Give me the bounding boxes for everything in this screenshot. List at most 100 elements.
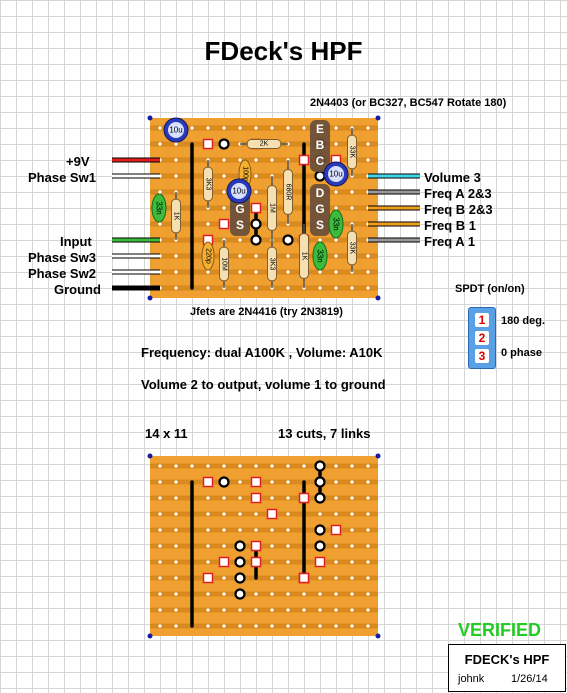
- bottom-hole: [318, 512, 322, 516]
- top-hole: [158, 190, 162, 194]
- resistor-3k3-b: [267, 246, 277, 282]
- bottom-hole: [366, 592, 370, 596]
- top-hole: [206, 126, 210, 130]
- jfet-2-pin-label: S: [316, 218, 324, 232]
- top-pad-ring: [218, 138, 230, 150]
- bottom-track-cut: [250, 540, 262, 552]
- transistor-note: 2N4403 (or BC327, BC547 Rotate 180): [310, 97, 507, 109]
- cap-33n-a: [151, 193, 167, 223]
- top-hole: [158, 222, 162, 226]
- bottom-pad-ring: [314, 460, 326, 472]
- resistor-33k-a: [347, 134, 357, 170]
- bottom-hole: [318, 576, 322, 580]
- top-hole: [174, 270, 178, 274]
- bottom-strip: [150, 463, 378, 469]
- cap-100p-label: 100p: [242, 166, 249, 182]
- top-hole: [318, 270, 322, 274]
- label-phase-sw2: Phase Sw2: [28, 266, 96, 281]
- bottom-hole: [206, 624, 210, 628]
- bottom-hole: [366, 464, 370, 468]
- verified-badge: VERIFIED: [458, 620, 542, 640]
- top-pad-ring: [282, 234, 294, 246]
- bottom-strip: [150, 623, 378, 629]
- bottom-hole: [334, 512, 338, 516]
- resistor-2k: [246, 139, 282, 149]
- cap-10u-b-label: 10u: [232, 187, 245, 196]
- bottom-strip: [150, 559, 378, 565]
- top-hole: [350, 190, 354, 194]
- bottom-hole: [270, 480, 274, 484]
- bottom-hole: [174, 512, 178, 516]
- bottom-hole: [350, 464, 354, 468]
- bottom-hole: [238, 464, 242, 468]
- cuts-links: 13 cuts, 7 links: [278, 426, 371, 441]
- bottom-hole: [286, 480, 290, 484]
- top-hole: [334, 238, 338, 242]
- top-hole: [302, 126, 306, 130]
- bottom-hole: [206, 512, 210, 516]
- bottom-corner-dot: [147, 453, 153, 459]
- top-hole: [366, 126, 370, 130]
- bottom-hole: [158, 560, 162, 564]
- jfet-1-pin-label: G: [235, 202, 244, 216]
- top-pad-ring: [250, 234, 262, 246]
- board-size: 14 x 11: [145, 426, 188, 441]
- bottom-hole: [334, 624, 338, 628]
- bottom-hole: [158, 496, 162, 500]
- bottom-pad-ring: [234, 556, 246, 568]
- top-corner-dot: [375, 295, 381, 301]
- cap-33n-b-label: 33n: [332, 217, 341, 230]
- cap-10u-b-top: [231, 183, 247, 199]
- top-corner-dot: [147, 295, 153, 301]
- resistor-680r: [283, 169, 293, 215]
- top-hole: [254, 158, 258, 162]
- bottom-hole: [286, 528, 290, 532]
- bottom-hole: [158, 608, 162, 612]
- bottom-track-cut: [218, 556, 230, 568]
- top-hole: [334, 190, 338, 194]
- bottom-track-cut: [202, 572, 214, 584]
- bottom-hole: [302, 592, 306, 596]
- bottom-hole: [174, 464, 178, 468]
- bottom-hole: [222, 544, 226, 548]
- top-hole: [366, 286, 370, 290]
- volume-note: Volume 2 to output, volume 1 to ground: [141, 377, 386, 392]
- top-hole: [318, 238, 322, 242]
- bottom-hole: [270, 608, 274, 612]
- bottom-track-cut: [250, 556, 262, 568]
- bottom-hole: [334, 576, 338, 580]
- bottom-hole: [174, 496, 178, 500]
- resistor-3k3-a-label: 3K3: [205, 178, 212, 191]
- transistor-pin-label: B: [316, 138, 325, 152]
- bottom-hole: [158, 512, 162, 516]
- top-hole: [222, 190, 226, 194]
- bottom-strip: [150, 479, 378, 485]
- top-hole: [238, 158, 242, 162]
- bottom-track-cut: [298, 492, 310, 504]
- bottom-hole: [366, 496, 370, 500]
- top-hole: [286, 270, 290, 274]
- bottom-hole: [190, 464, 194, 468]
- bottom-hole: [286, 512, 290, 516]
- frequency-note: Frequency: dual A100K , Volume: A10K: [141, 345, 383, 360]
- page-title: FDeck's HPF: [204, 36, 363, 66]
- bottom-hole: [334, 560, 338, 564]
- top-track-cut: [218, 218, 230, 230]
- top-pad-ring: [250, 218, 262, 230]
- top-hole: [254, 174, 258, 178]
- label-9v: +9V: [66, 154, 90, 169]
- top-strip: [150, 237, 378, 243]
- bottom-hole: [254, 608, 258, 612]
- bottom-hole: [222, 512, 226, 516]
- top-track-cut: [202, 138, 214, 150]
- top-hole: [206, 270, 210, 274]
- resistor-33k-a-label: 33K: [349, 146, 356, 159]
- bottom-hole: [270, 576, 274, 580]
- spdt-pin-3: 3: [475, 349, 489, 363]
- top-pad-ring: [314, 170, 326, 182]
- bottom-hole: [350, 608, 354, 612]
- bottom-hole: [158, 544, 162, 548]
- bottom-hole: [366, 512, 370, 516]
- bottom-hole: [334, 496, 338, 500]
- bottom-hole: [174, 544, 178, 548]
